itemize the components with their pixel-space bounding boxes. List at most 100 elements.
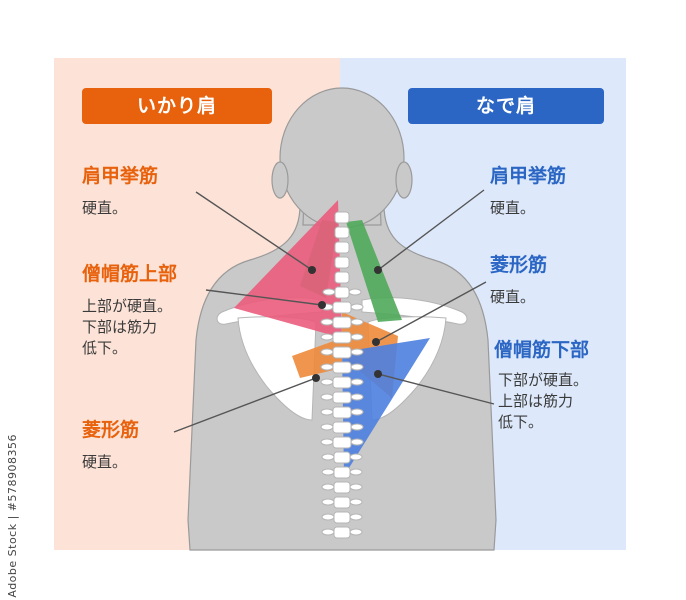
- dot-right-levator: [374, 266, 382, 274]
- vertebra: [320, 316, 364, 329]
- transverse-process: [320, 408, 334, 416]
- vertebra-body: [333, 526, 351, 539]
- transverse-process: [350, 303, 364, 311]
- transverse-process: [350, 363, 364, 371]
- transverse-process: [322, 288, 336, 296]
- vertebra-body: [333, 466, 351, 479]
- desc-line: 上部が硬直。: [82, 297, 173, 315]
- transverse-process: [349, 468, 363, 476]
- transverse-process: [320, 438, 334, 446]
- transverse-process: [320, 348, 334, 356]
- right-rhomboid-name: 菱形筋: [490, 254, 548, 276]
- transverse-process: [350, 438, 364, 446]
- right-rhomboid-desc: 硬直。: [490, 288, 536, 306]
- vertebra: [320, 361, 364, 374]
- transverse-process: [321, 513, 335, 521]
- vertebra-body: [334, 226, 350, 239]
- vertebra-body: [332, 436, 352, 449]
- vertebra-body: [332, 331, 352, 344]
- right-trapezius-lower-name: 僧帽筋下部: [494, 339, 590, 361]
- left-rhomboid-desc: 硬直。: [82, 453, 128, 471]
- transverse-process: [320, 423, 334, 431]
- transverse-process: [321, 453, 335, 461]
- left-rhomboid-name: 菱形筋: [82, 419, 140, 441]
- transverse-process: [320, 378, 334, 386]
- vertebra: [320, 346, 364, 359]
- right-levator-name: 肩甲挙筋: [490, 165, 567, 187]
- dot-left-trapezius-upper: [318, 301, 326, 309]
- right-levator-desc: 硬直。: [490, 199, 536, 217]
- leader-left-levator: [195, 191, 313, 271]
- transverse-process: [348, 288, 362, 296]
- right-ear: [395, 161, 413, 199]
- transverse-process: [320, 393, 334, 401]
- vertebra-body: [333, 481, 351, 494]
- leader-right-levator: [377, 189, 485, 271]
- vertebra: [334, 256, 350, 269]
- vertebra: [320, 331, 364, 344]
- transverse-process: [350, 393, 364, 401]
- vertebra: [320, 421, 364, 434]
- transverse-process: [320, 318, 334, 326]
- vertebra-body: [334, 256, 350, 269]
- trapezius-lower: [342, 338, 430, 476]
- transverse-process: [350, 423, 364, 431]
- vertebra: [321, 496, 363, 509]
- leader-lines: [173, 189, 495, 433]
- vertebra: [320, 376, 364, 389]
- vertebra-body: [334, 211, 350, 224]
- desc-line: 上部は筋力: [498, 392, 574, 410]
- dot-left-rhomboid: [312, 374, 320, 382]
- transverse-process: [350, 348, 364, 356]
- vertebra: [321, 511, 363, 524]
- desc-line: 下部が硬直。: [498, 371, 589, 389]
- leader-left-trapezius-upper: [205, 289, 323, 306]
- vertebra: [320, 436, 364, 449]
- vertebra-body: [332, 421, 352, 434]
- transverse-process: [350, 318, 364, 326]
- transverse-process: [320, 333, 334, 341]
- transverse-process: [321, 528, 335, 536]
- transverse-process: [349, 483, 363, 491]
- transverse-process: [350, 408, 364, 416]
- vertebra: [334, 241, 350, 254]
- leader-right-rhomboid: [375, 281, 487, 343]
- desc-line: 低下。: [498, 413, 544, 431]
- vertebra: [321, 526, 363, 539]
- vertebra: [334, 271, 350, 284]
- desc-line: 下部は筋力: [82, 318, 158, 336]
- transverse-process: [350, 333, 364, 341]
- transverse-process: [349, 498, 363, 506]
- vertebra-body: [332, 346, 352, 359]
- left-title-badge: いかり肩: [82, 88, 272, 124]
- vertebra-body: [332, 376, 352, 389]
- transverse-process: [320, 363, 334, 371]
- vertebra-body: [332, 406, 352, 419]
- vertebra-body: [334, 286, 350, 299]
- transverse-process: [321, 468, 335, 476]
- left-ear: [271, 161, 289, 199]
- spine: [320, 211, 364, 539]
- vertebra: [321, 481, 363, 494]
- transverse-process: [349, 528, 363, 536]
- transverse-process: [349, 513, 363, 521]
- vertebra: [334, 226, 350, 239]
- vertebra-body: [332, 301, 352, 314]
- vertebra: [321, 451, 363, 464]
- vertebra-body: [334, 241, 350, 254]
- vertebra-body: [332, 391, 352, 404]
- vertebra: [322, 286, 362, 299]
- head: [279, 87, 405, 229]
- dot-right-trapezius-lower: [374, 370, 382, 378]
- right-trapezius-lower-desc: 下部が硬直。 上部は筋力 低下。: [498, 370, 588, 433]
- left-trapezius-upper-desc: 上部が硬直。 下部は筋力 低下。: [82, 296, 172, 359]
- transverse-process: [349, 453, 363, 461]
- vertebra-body: [333, 511, 351, 524]
- dot-left-levator: [308, 266, 316, 274]
- vertebra-body: [334, 271, 350, 284]
- vertebra: [320, 391, 364, 404]
- transverse-process: [321, 498, 335, 506]
- vertebra-body: [332, 316, 352, 329]
